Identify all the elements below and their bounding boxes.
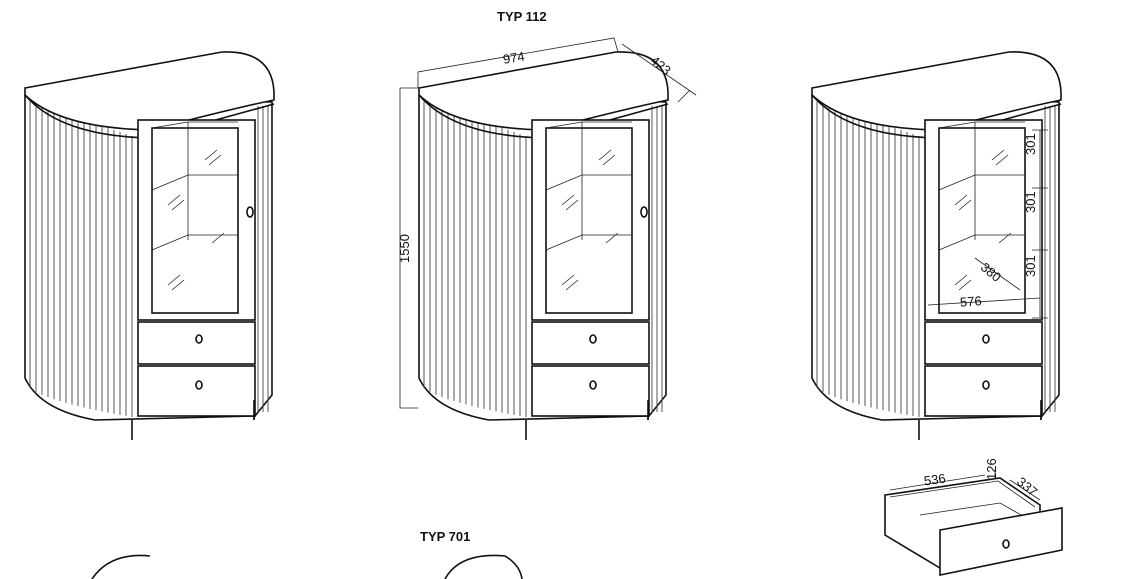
- drawer-detail: [884, 477, 1063, 576]
- cabinet-view-front-left: [24, 51, 275, 441]
- dim-shelf-gap-3: 301: [1023, 255, 1038, 277]
- round-item-outline: [444, 554, 523, 579]
- door-knob-icon: [640, 206, 648, 218]
- drawer-knob-icon: [1002, 539, 1010, 549]
- cabinet-view-dimensioned: [418, 51, 669, 441]
- door-knob-icon: [246, 206, 254, 218]
- type-label: TYP 112: [497, 9, 547, 24]
- dim-height: 1550: [397, 234, 412, 263]
- dim-inner-width: 576: [959, 293, 982, 309]
- type-label-secondary: TYP 701: [420, 529, 470, 544]
- cabinet-view-open: [811, 51, 1062, 441]
- dim-drawer-height: 126: [984, 458, 999, 480]
- dim-shelf-gap-2: 301: [1023, 191, 1038, 213]
- round-item-outline: [91, 554, 151, 579]
- dim-shelf-gap-1: 301: [1023, 133, 1038, 155]
- dim-drawer-width: 536: [923, 471, 947, 489]
- dim-width: 974: [502, 49, 526, 67]
